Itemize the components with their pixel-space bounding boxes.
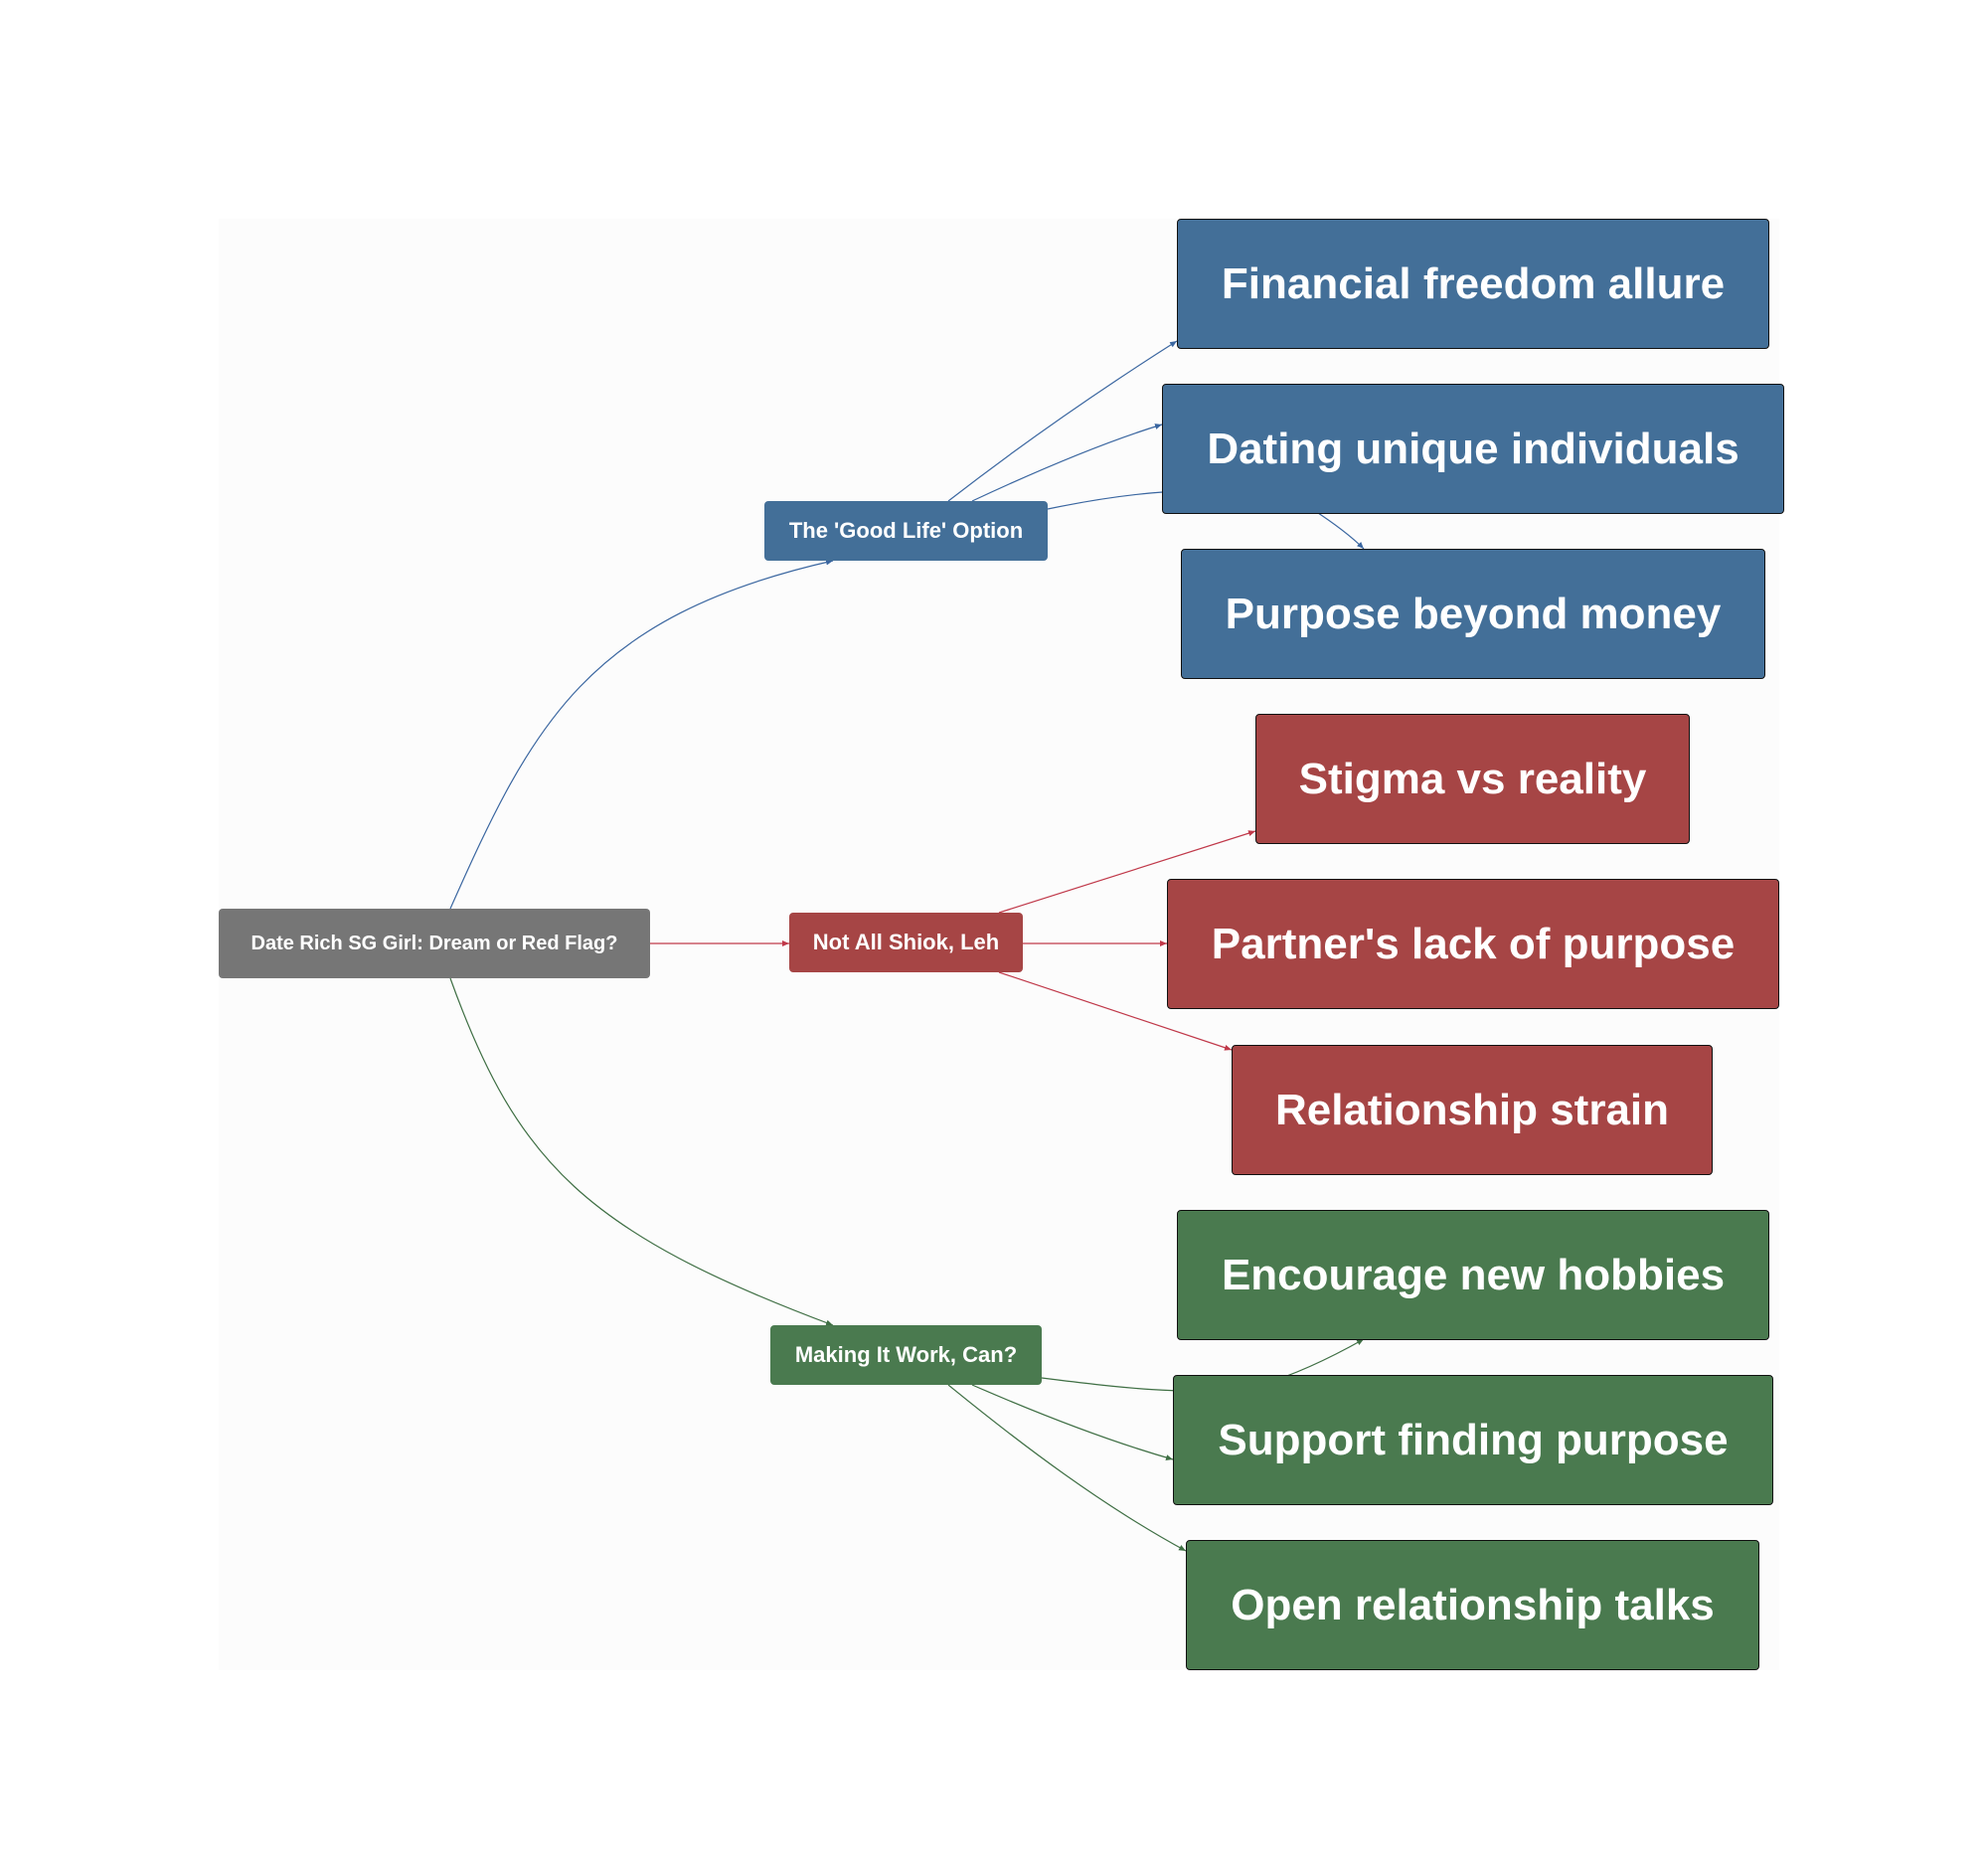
- leaf-label: Support finding purpose: [1218, 1415, 1729, 1464]
- branch-label: Not All Shiok, Leh: [812, 930, 1000, 954]
- leaf-label: Dating unique individuals: [1207, 424, 1740, 473]
- branch-node-not-all-shiok: Not All Shiok, Leh: [789, 913, 1023, 972]
- edge-root-to-making-it-work: [449, 977, 834, 1326]
- leaf-label: Open relationship talks: [1231, 1580, 1715, 1629]
- edge-root-to-good-life: [449, 559, 834, 910]
- edge-work-to-support: [971, 1384, 1174, 1460]
- branch-label: The 'Good Life' Option: [788, 518, 1024, 543]
- root-node: Date Rich SG Girl: Dream or Red Flag?: [219, 909, 650, 978]
- leaf-node-lack-of-purpose: Partner's lack of purpose: [1167, 879, 1779, 1009]
- edge-bad-to-stigma: [998, 830, 1256, 914]
- edge-bad-to-strain: [998, 971, 1233, 1051]
- edge-work-to-open-talks: [947, 1384, 1187, 1552]
- leaf-node-encourage-hobbies: Encourage new hobbies: [1177, 1210, 1769, 1340]
- leaf-node-dating-unique: Dating unique individuals: [1162, 384, 1784, 514]
- edge-good-to-dating-unique: [971, 424, 1163, 502]
- leaf-node-relationship-strain: Relationship strain: [1232, 1045, 1713, 1175]
- leaf-label: Encourage new hobbies: [1221, 1250, 1726, 1299]
- leaf-label: Relationship strain: [1274, 1085, 1670, 1134]
- leaf-node-purpose-beyond-money: Purpose beyond money: [1181, 549, 1765, 679]
- edge-good-to-financial-freedom: [947, 340, 1178, 502]
- leaf-node-financial-freedom: Financial freedom allure: [1177, 219, 1769, 349]
- leaf-node-stigma-vs-reality: Stigma vs reality: [1255, 714, 1690, 844]
- root-node-label: Date Rich SG Girl: Dream or Red Flag?: [250, 932, 618, 954]
- branch-node-making-it-work: Making It Work, Can?: [770, 1325, 1042, 1385]
- leaf-label: Purpose beyond money: [1225, 589, 1722, 638]
- leaf-label: Financial freedom allure: [1221, 258, 1726, 308]
- branch-node-good-life: The 'Good Life' Option: [764, 501, 1048, 561]
- leaf-label: Partner's lack of purpose: [1211, 919, 1736, 968]
- leaf-label: Stigma vs reality: [1298, 754, 1647, 803]
- leaf-node-open-talks: Open relationship talks: [1186, 1540, 1759, 1670]
- branch-label: Making It Work, Can?: [794, 1342, 1018, 1367]
- leaf-node-support-purpose: Support finding purpose: [1173, 1375, 1773, 1505]
